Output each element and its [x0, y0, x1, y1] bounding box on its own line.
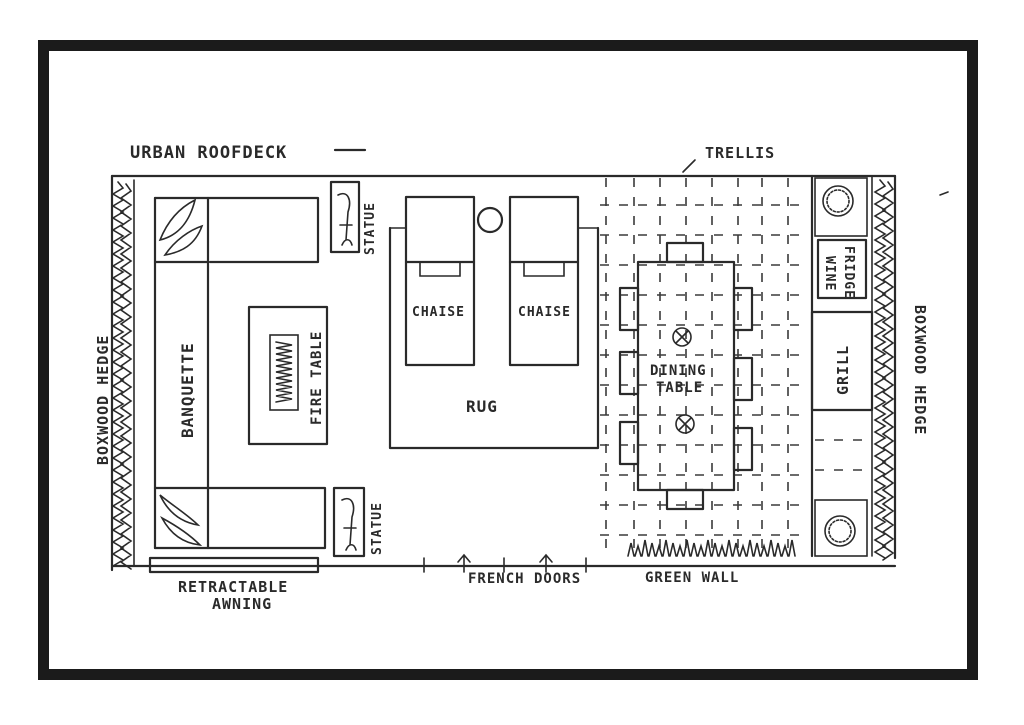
wine-fridge-label-line1: WINE: [822, 256, 837, 291]
rug-label: RUG: [466, 397, 498, 416]
counter-dashes: [815, 439, 868, 471]
boxwood-hedge-right-label: BOXWOOD HEDGE: [911, 305, 929, 435]
green-wall-plants: [627, 539, 796, 557]
dining-table-label-line1: DINING: [650, 363, 707, 379]
fire-table: [247, 305, 329, 446]
chaise-left-label: CHAISE: [412, 305, 465, 320]
banquette-label: BANQUETTE: [178, 342, 197, 438]
trellis-leader: [682, 159, 696, 173]
planter-top: [814, 177, 868, 237]
banquette-pillow-top: [158, 198, 204, 257]
grill: [810, 310, 874, 412]
grill-label: GRILL: [834, 345, 852, 395]
stray-mark: [939, 191, 949, 196]
planter-bottom: [814, 499, 868, 557]
french-doors-label: FRENCH DOORS: [468, 571, 581, 587]
sketch-frame: [38, 40, 978, 680]
statue-bottom-label: STATUE: [370, 502, 385, 555]
side-table: [476, 206, 504, 234]
fire-table-label: FIRE TABLE: [309, 331, 325, 425]
trellis-label: TRELLIS: [705, 144, 775, 162]
rug: [388, 226, 600, 450]
retractable-awning: [148, 556, 320, 574]
banquette: [153, 196, 327, 550]
dining-table-label-line2: TABLE: [656, 380, 703, 396]
wine-fridge: [816, 238, 868, 300]
chaise-right-label: CHAISE: [518, 305, 571, 320]
chaise-right: [508, 195, 580, 367]
statue-bottom: [332, 486, 366, 558]
french-doors: [423, 553, 587, 573]
green-wall-label: GREEN WALL: [645, 570, 739, 586]
retractable-awning-label-line2: AWNING: [212, 595, 272, 613]
dining-chairs: [618, 241, 754, 511]
wine-fridge-label-line2: FRIDGE: [841, 246, 856, 299]
banquette-pillow-bottom: [159, 494, 203, 547]
boxwood-hedge-right: [871, 175, 895, 561]
plan-title: URBAN ROOFDECK: [130, 143, 287, 163]
boxwood-hedge-left: [111, 179, 135, 570]
statue-top: [329, 180, 361, 254]
trellis-grid: [600, 178, 808, 556]
chaise-left: [404, 195, 476, 367]
boxwood-hedge-left-label: BOXWOOD HEDGE: [94, 335, 112, 465]
retractable-awning-label-line1: RETRACTABLE: [178, 578, 288, 596]
statue-top-label: STATUE: [363, 202, 378, 255]
